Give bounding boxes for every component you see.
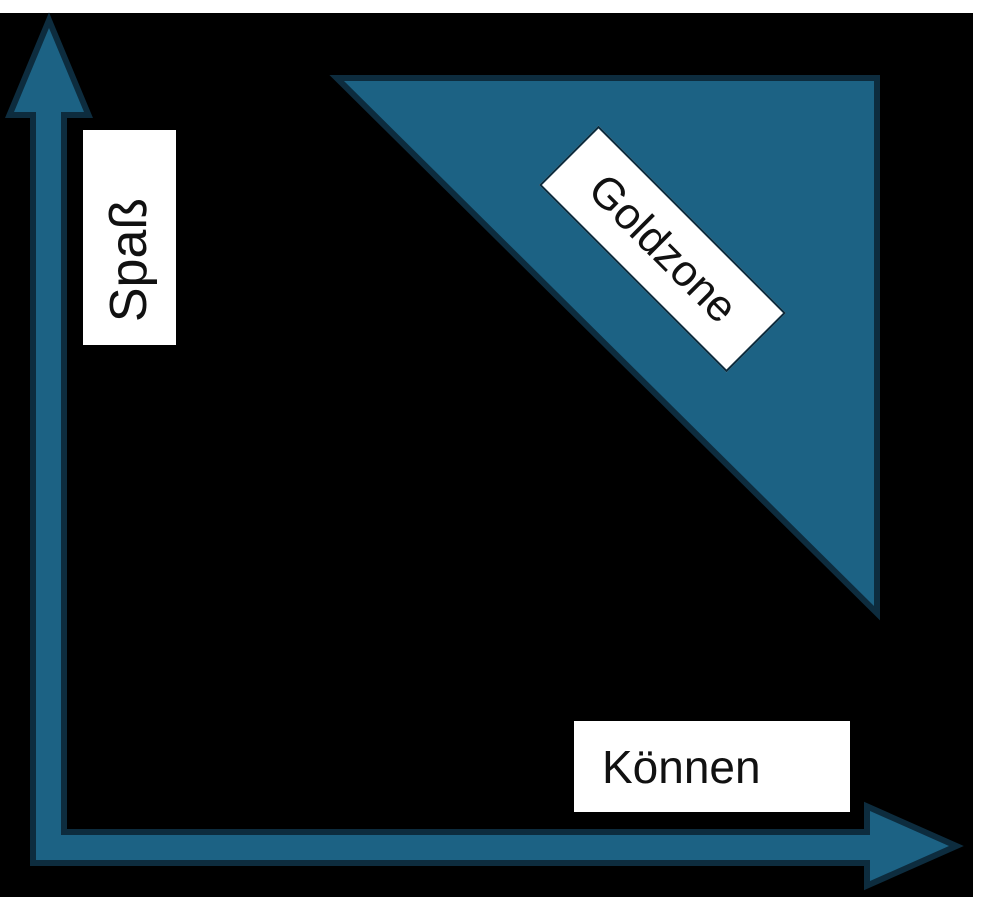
x-axis-label: Können: [602, 740, 761, 793]
y-axis-label: Spaß: [100, 197, 159, 322]
x-axis-label-box: Können: [574, 721, 850, 812]
y-axis-label-box: Spaß: [83, 130, 176, 345]
goldzone-triangle: [344, 81, 874, 606]
